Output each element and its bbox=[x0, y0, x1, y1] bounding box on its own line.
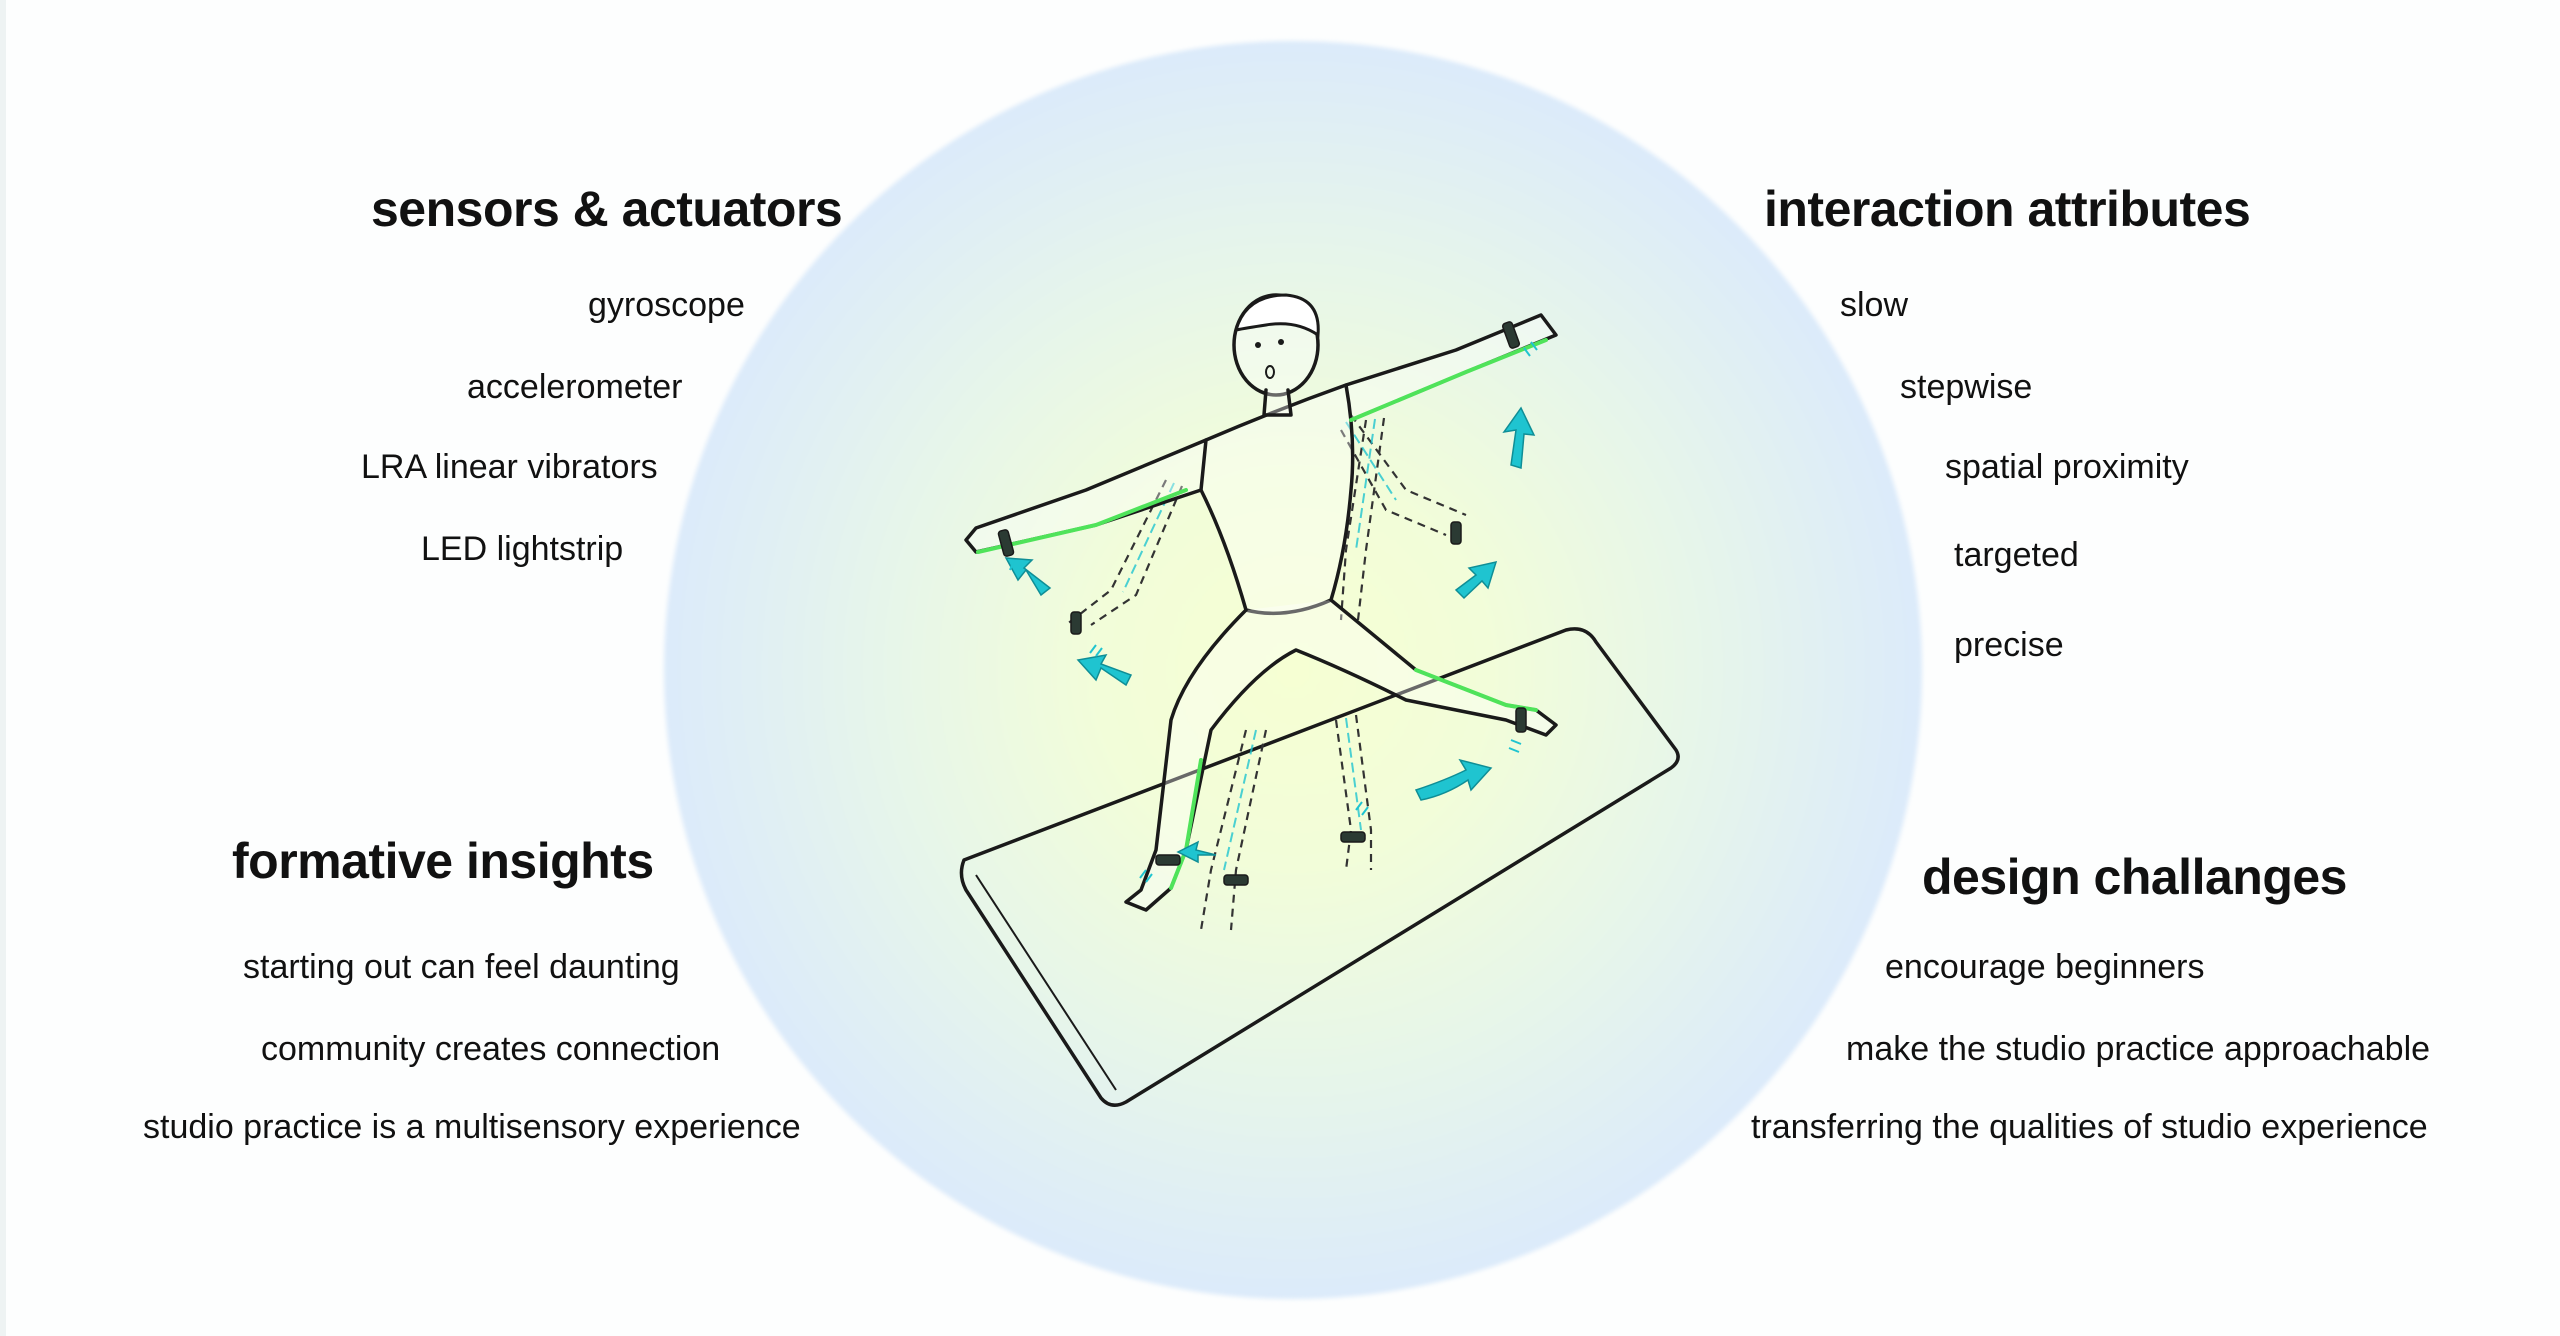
insight-item-multisensory: studio practice is a multisensory experi… bbox=[143, 1108, 801, 1146]
arrow-left-arm-up bbox=[1004, 557, 1052, 597]
arrow-ankle bbox=[1176, 840, 1217, 864]
yoga-mat bbox=[959, 627, 1680, 1107]
insight-item-community: community creates connection bbox=[261, 1030, 721, 1068]
attribute-item-precise: precise bbox=[1954, 626, 2064, 664]
insight-item-daunting: starting out can feel daunting bbox=[243, 948, 680, 986]
arrow-leg bbox=[1414, 758, 1493, 801]
formative-insights-heading: formative insights bbox=[232, 833, 654, 889]
sensor-bands bbox=[997, 321, 1527, 886]
sensor-item-lra: LRA linear vibrators bbox=[361, 448, 658, 486]
sensor-item-led: LED lightstrip bbox=[421, 530, 624, 568]
attribute-item-slow: slow bbox=[1840, 286, 1909, 324]
attribute-item-spatial: spatial proximity bbox=[1945, 448, 2189, 486]
challenge-item-transferring: transferring the qualities of studio exp… bbox=[1751, 1108, 2428, 1146]
sensor-item-gyroscope: gyroscope bbox=[588, 286, 745, 324]
arrow-right-arm-up bbox=[1502, 406, 1536, 469]
attribute-item-targeted: targeted bbox=[1954, 536, 2079, 574]
attribute-item-stepwise: stepwise bbox=[1900, 368, 2033, 406]
challenge-item-beginners: encourage beginners bbox=[1885, 948, 2205, 986]
figure-body bbox=[964, 293, 1558, 912]
motion-arrows bbox=[1004, 406, 1536, 864]
sensors-actuators-heading: sensors & actuators bbox=[371, 181, 843, 237]
sensor-item-accelerometer: accelerometer bbox=[467, 368, 683, 406]
arrow-left-arm-mid bbox=[1076, 653, 1133, 687]
interaction-attributes-heading: interaction attributes bbox=[1764, 181, 2251, 237]
design-challanges-heading: design challanges bbox=[1922, 849, 2347, 905]
arrow-right-arm-mid bbox=[1454, 560, 1498, 600]
vibration-marks bbox=[1009, 341, 1538, 883]
glow-circle bbox=[664, 41, 1922, 1299]
challenge-item-approachable: make the studio practice approachable bbox=[1846, 1030, 2431, 1068]
yoga-figure-illustration bbox=[959, 293, 1680, 1107]
